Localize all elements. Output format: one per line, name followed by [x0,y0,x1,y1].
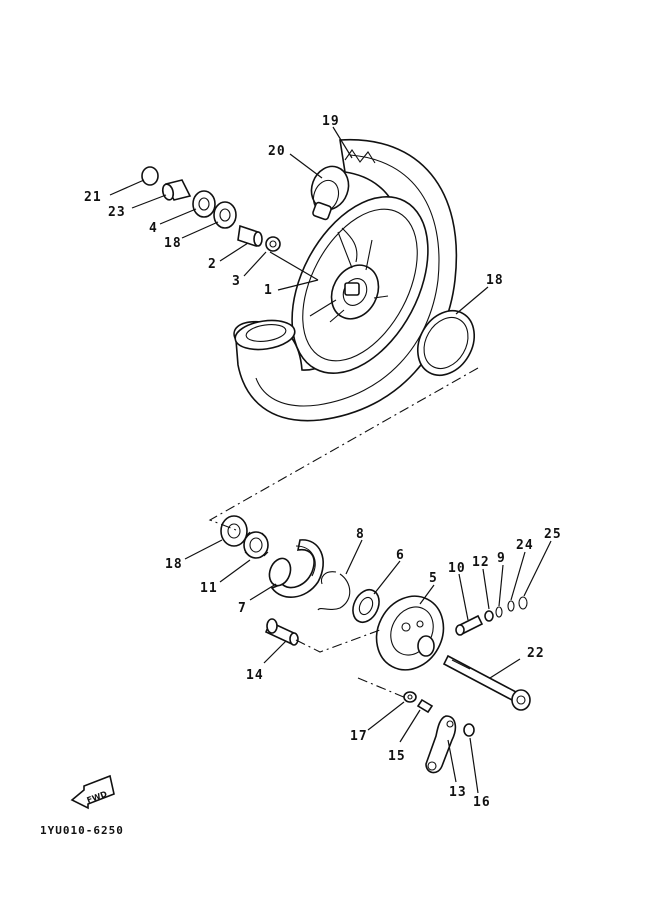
callout-labels: 19 20 21 23 4 18 2 3 1 18 8 6 5 10 12 9 … [84,114,562,810]
part-14-camshaft [264,618,299,646]
callout-3: 3 [232,274,241,289]
part-23-axle-shaft [442,654,531,711]
callout-1: 1 [264,283,273,298]
callout-24: 23 [108,205,126,220]
callout-7: 7 [238,601,247,616]
leader-lines [109,126,552,794]
callout-21: 20 [268,144,286,159]
callout-2: 2 [208,257,217,272]
upper-axle-parts [141,166,281,252]
callout-19: 18 [486,273,504,288]
part-19-rim-band [416,310,476,376]
callout-5: 5 [429,571,438,586]
callout-8: 8 [356,527,365,542]
part-11-gear [243,531,269,559]
part-8-spring [317,571,351,611]
callout-22: 21 [84,190,102,205]
callout-17: 17 [350,729,368,744]
callout-14: 14 [246,668,264,683]
callout-11: 11 [200,581,218,596]
callout-18-upper: 18 [164,236,182,251]
part-5-brake-shoe-plate [375,595,445,671]
callout-25: 24 [516,538,534,553]
callout-12: 12 [472,555,490,570]
wheel-tire-assembly [233,138,458,422]
callout-6: 6 [396,548,405,563]
fwd-arrow-icon: FWD [70,774,115,810]
part-18-bearing-lower [220,515,248,547]
callout-26: 25 [544,527,562,542]
callout-9: 9 [497,551,506,566]
figure-code: 1YU010-6250 [40,824,124,837]
callout-18-lower: 18 [165,557,183,572]
callout-23: 22 [527,646,545,661]
callout-4: 4 [149,221,158,236]
part-7-brake-shoe [268,539,324,598]
callout-16: 16 [473,795,491,810]
callout-10: 10 [448,561,466,576]
center-lines [208,367,479,699]
speedometer-small-parts [455,596,528,636]
callout-15: 15 [388,749,406,764]
part-6-oil-seal [352,588,380,624]
callout-20: 19 [322,114,340,129]
camshaft-lever-parts [403,691,475,774]
callout-13: 13 [449,785,467,800]
